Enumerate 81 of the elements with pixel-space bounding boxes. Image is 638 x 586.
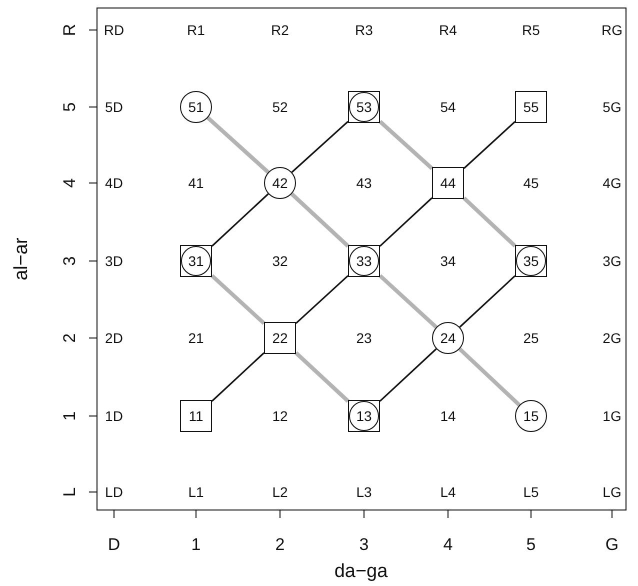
cell-label: 54 bbox=[440, 99, 456, 115]
cell-label: 3D bbox=[105, 253, 123, 269]
cell-label: 12 bbox=[272, 408, 288, 424]
boxed-circled-label: 35 bbox=[515, 245, 547, 277]
connector-line bbox=[379, 197, 433, 247]
cell-label: L1 bbox=[188, 484, 204, 500]
boxed-circled-label: 33 bbox=[348, 245, 380, 277]
connector-line bbox=[211, 193, 269, 247]
connector-line bbox=[210, 274, 266, 325]
connector-line bbox=[211, 352, 265, 402]
cell-label: LD bbox=[105, 484, 123, 500]
connector-line bbox=[379, 348, 437, 402]
circled-label: 24 bbox=[432, 322, 464, 354]
cell-label: L4 bbox=[440, 484, 456, 500]
cell-label: RG bbox=[602, 22, 622, 38]
connector-line bbox=[378, 274, 438, 329]
tick-label: 4 bbox=[443, 535, 453, 555]
cell-label: L2 bbox=[272, 484, 288, 500]
cell-label: L3 bbox=[356, 484, 372, 500]
connector-line bbox=[294, 351, 350, 403]
connector-line bbox=[463, 121, 516, 169]
tick-label: 5 bbox=[526, 535, 536, 555]
tick-label: L bbox=[60, 487, 80, 497]
cell-label: 21 bbox=[188, 330, 204, 346]
cell-label: 34 bbox=[440, 253, 456, 269]
connector-line bbox=[462, 196, 516, 248]
circled-label: 42 bbox=[264, 167, 296, 199]
cell-label: 3G bbox=[602, 253, 622, 269]
cell-label: 43 bbox=[356, 175, 372, 191]
cell-label: 14 bbox=[440, 408, 456, 424]
axis-title: al−ar bbox=[11, 238, 33, 280]
cell-label: 23 bbox=[356, 330, 372, 346]
cell-label: R4 bbox=[439, 22, 457, 38]
tick-label: 5 bbox=[60, 102, 80, 112]
boxed-label: 22 bbox=[264, 322, 296, 354]
tick-label: R bbox=[60, 24, 80, 36]
tick-label: 2 bbox=[60, 333, 80, 343]
connector-line bbox=[206, 116, 270, 174]
cell-label: R3 bbox=[355, 22, 373, 38]
cell-label: 2D bbox=[105, 330, 123, 346]
cell-label: R5 bbox=[522, 22, 540, 38]
cell-label: 41 bbox=[188, 175, 204, 191]
boxed-label: 11 bbox=[180, 400, 212, 432]
connector-line bbox=[290, 192, 350, 248]
connector-line bbox=[291, 120, 349, 173]
cell-label: 4G bbox=[602, 175, 622, 191]
boxed-circled-label: 53 bbox=[348, 91, 380, 123]
connector-line bbox=[295, 275, 349, 324]
cell-label: 5D bbox=[105, 99, 123, 115]
connector-line bbox=[378, 120, 434, 170]
cell-label: R1 bbox=[187, 22, 205, 38]
tick-label: G bbox=[605, 535, 619, 555]
cell-label: 1G bbox=[602, 408, 622, 424]
connector-line bbox=[459, 275, 516, 328]
boxed-label: 55 bbox=[515, 91, 547, 123]
cell-label: RD bbox=[104, 22, 124, 38]
cell-label: R2 bbox=[271, 22, 289, 38]
boxed-label: 44 bbox=[432, 167, 464, 199]
cell-label: 1D bbox=[105, 408, 123, 424]
cell-label: L5 bbox=[523, 484, 539, 500]
tick-label: D bbox=[108, 535, 120, 555]
tick-label: 3 bbox=[359, 535, 369, 555]
boxed-circled-label: 31 bbox=[180, 245, 212, 277]
cell-label: 52 bbox=[272, 99, 288, 115]
tick-label: 4 bbox=[60, 178, 80, 188]
cell-label: 2G bbox=[602, 330, 622, 346]
tick-label: 1 bbox=[60, 411, 80, 421]
tick-label: 2 bbox=[275, 535, 285, 555]
cell-label: LG bbox=[602, 484, 622, 500]
boxed-circled-label: 13 bbox=[348, 400, 380, 432]
cell-label: 45 bbox=[523, 175, 539, 191]
axis-title: da−ga bbox=[334, 561, 388, 583]
connector-line bbox=[458, 348, 521, 406]
tick-label: 3 bbox=[60, 256, 80, 266]
circled-label: 15 bbox=[515, 400, 547, 432]
tick-label: 1 bbox=[191, 535, 201, 555]
cell-label: 32 bbox=[272, 253, 288, 269]
cell-label: 4D bbox=[105, 175, 123, 191]
cell-label: 5G bbox=[602, 99, 622, 115]
cell-label: 25 bbox=[523, 330, 539, 346]
circled-label: 51 bbox=[180, 91, 212, 123]
